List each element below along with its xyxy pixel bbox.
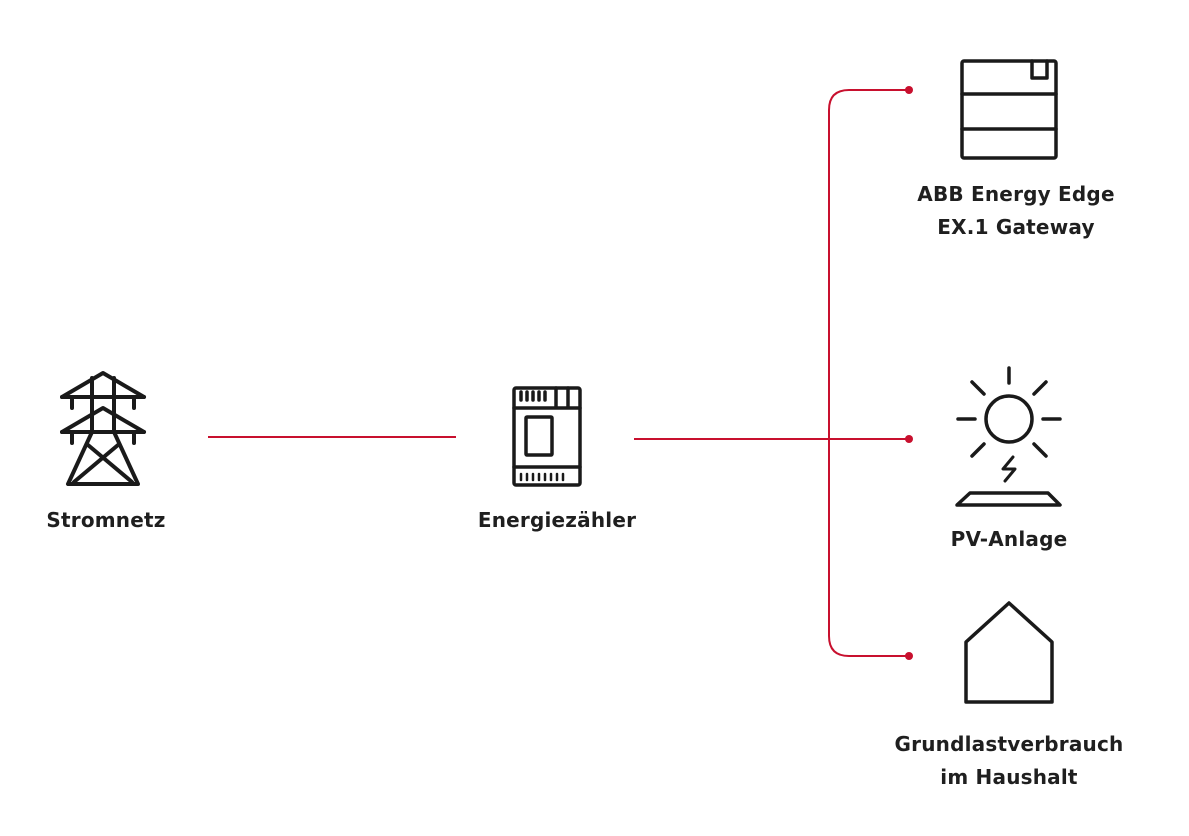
house-icon [964,601,1054,704]
gateway-device-icon [960,59,1058,160]
energy-meter-icon [512,386,582,487]
connector-dot-pv [905,435,913,443]
gateway-label: ABB Energy Edge EX.1 Gateway [917,178,1114,244]
power-tower-icon [60,371,146,486]
connector-dot-gateway [905,86,913,94]
gateway-label-line1: ABB Energy Edge [917,182,1115,206]
connector-dot-household [905,652,913,660]
grid-label: Stromnetz [46,508,166,532]
solar-panel-icon [955,366,1062,507]
household-label-line2: im Haushalt [940,765,1078,789]
pv-label: PV-Anlage [950,527,1068,551]
household-label-line1: Grundlastverbrauch [894,732,1124,756]
connector-bus [828,89,909,657]
gateway-label-line2: EX.1 Gateway [937,215,1095,239]
household-label: Grundlastverbrauch im Haushalt [895,728,1124,794]
meter-label: Energiezähler [477,508,637,532]
